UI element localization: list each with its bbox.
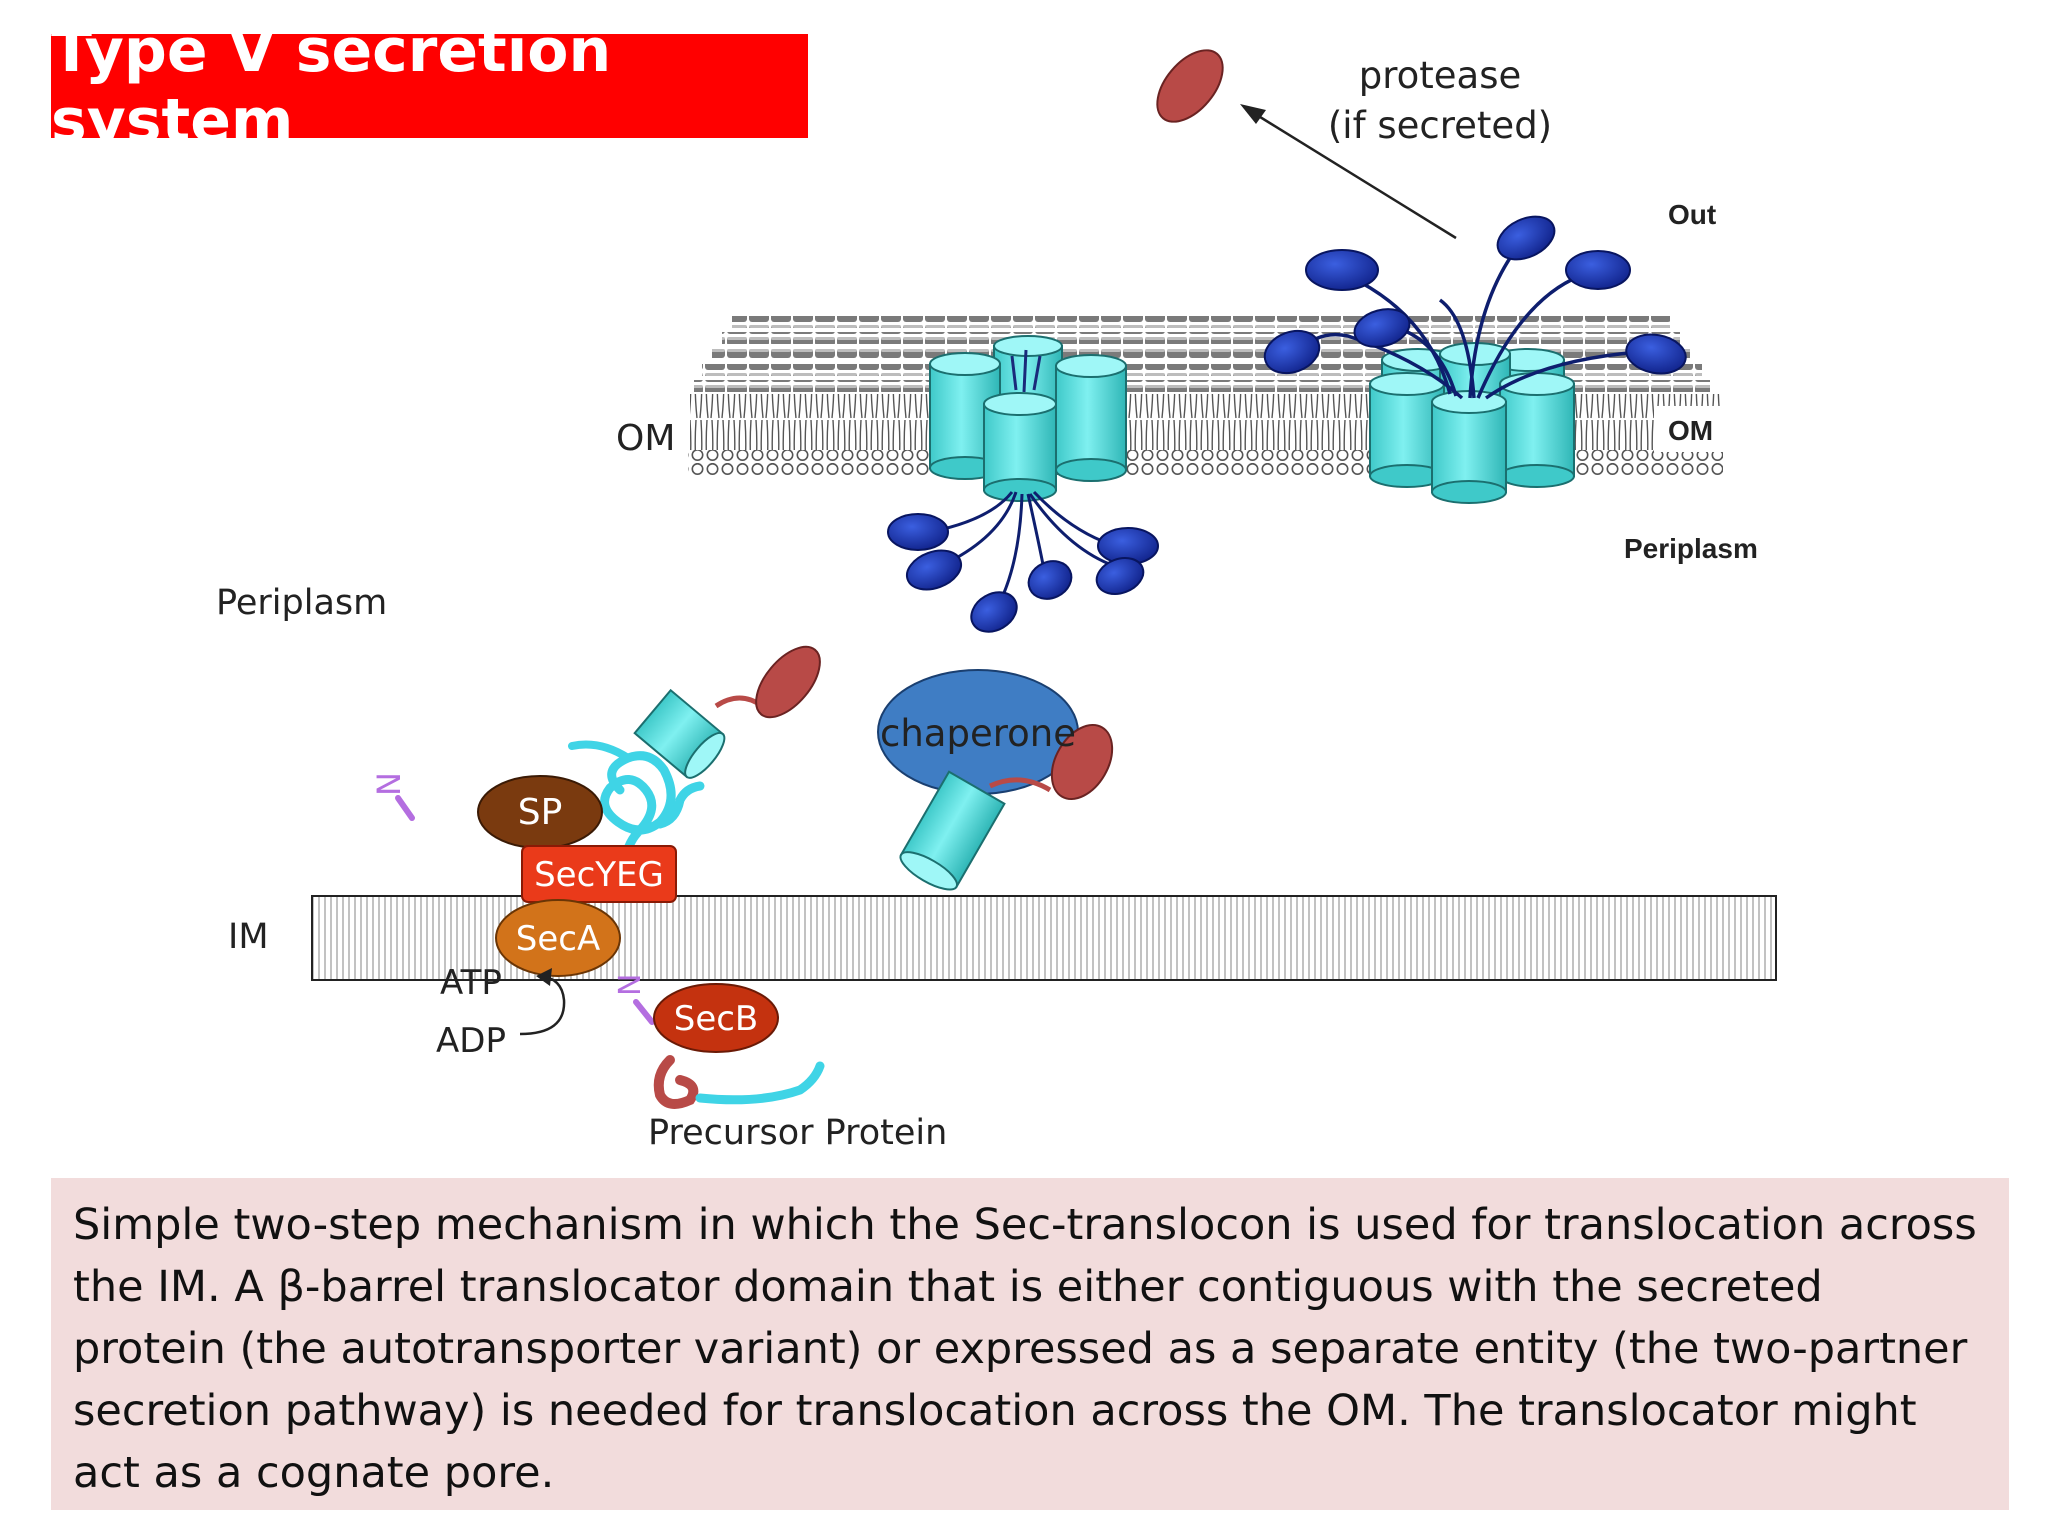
caption-box: Simple two-step mechanism in which the S…	[51, 1178, 2009, 1510]
protease-domain	[1156, 49, 1224, 123]
om-right-label-bg	[1654, 406, 1738, 452]
label-periplasm-left: Periplasm	[216, 583, 387, 623]
nascent-linker	[714, 695, 764, 709]
label-adp: ADP	[436, 1021, 506, 1061]
label-precursor-protein: Precursor Protein	[648, 1113, 947, 1153]
chaperone-linker	[988, 777, 1052, 793]
secb-complex	[653, 983, 779, 1053]
caption-text: Simple two-step mechanism in which the S…	[73, 1200, 1977, 1498]
label-im: IM	[228, 917, 269, 957]
label-om-right: OM	[1668, 415, 1713, 446]
passenger-domains-outside	[1263, 215, 1687, 400]
label-out: Out	[1668, 199, 1716, 230]
label-chaperone: chaperone	[880, 712, 1076, 755]
chaperone-bound-barrel	[899, 770, 1006, 891]
n-terminus-left-marker	[395, 795, 415, 821]
passenger-domains-periplasm	[887, 490, 1159, 633]
label-atp: ATP	[440, 963, 502, 1003]
nascent-protease	[755, 645, 821, 719]
nascent-barrel	[633, 688, 726, 779]
label-secb: SecB	[674, 999, 759, 1039]
precursor-protein-chain	[653, 1055, 825, 1109]
label-if-secreted: (if secreted)	[1328, 104, 1552, 147]
label-n-right: N	[613, 974, 648, 996]
label-sp: SP	[518, 792, 563, 833]
label-periplasm-right: Periplasm	[1624, 533, 1758, 564]
secretion-arrow	[1240, 104, 1457, 240]
beta-barrel-right	[1369, 342, 1575, 504]
n-terminus-right-marker	[633, 999, 655, 1025]
label-protease: protease	[1359, 54, 1522, 97]
chaperone-protease	[1050, 724, 1114, 800]
seca-motor	[495, 899, 621, 977]
label-n-left: N	[370, 772, 408, 796]
label-seca: SecA	[516, 919, 600, 959]
secyeg-translocon	[521, 845, 677, 903]
atp-hydrolysis-arrow	[519, 968, 566, 1036]
translocating-chain	[568, 740, 705, 889]
label-om-left: OM	[616, 418, 675, 459]
beta-barrel-left	[929, 335, 1127, 502]
label-secyeg: SecYEG	[534, 855, 664, 895]
